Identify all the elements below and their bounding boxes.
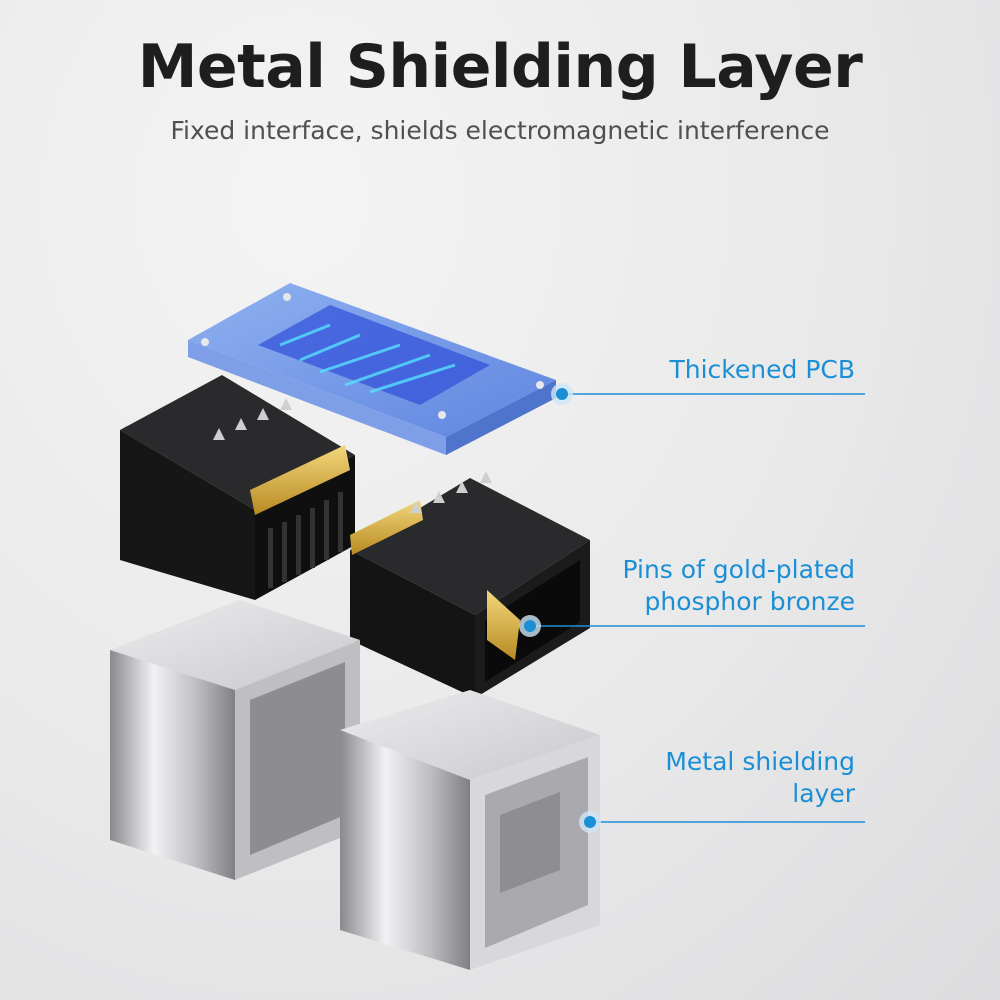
callout-connector-pins xyxy=(519,615,865,637)
left-metal-shield xyxy=(110,600,360,880)
left-jack-housing xyxy=(120,375,355,600)
right-jack-housing xyxy=(350,471,590,698)
page-title: Metal Shielding Layer xyxy=(137,32,863,102)
callout-label-shield: Metal shielding layer xyxy=(665,747,855,808)
pcb-board xyxy=(188,283,556,455)
callout-connector-pcb xyxy=(551,383,865,405)
page-subtitle: Fixed interface, shields electromagnetic… xyxy=(170,116,830,145)
callout-label-pins: Pins of gold-plated phosphor bronze xyxy=(622,555,855,616)
callout-label-pcb: Thickened PCB xyxy=(669,355,856,384)
right-metal-shield xyxy=(340,690,600,970)
callout-connector-shield xyxy=(579,811,865,833)
